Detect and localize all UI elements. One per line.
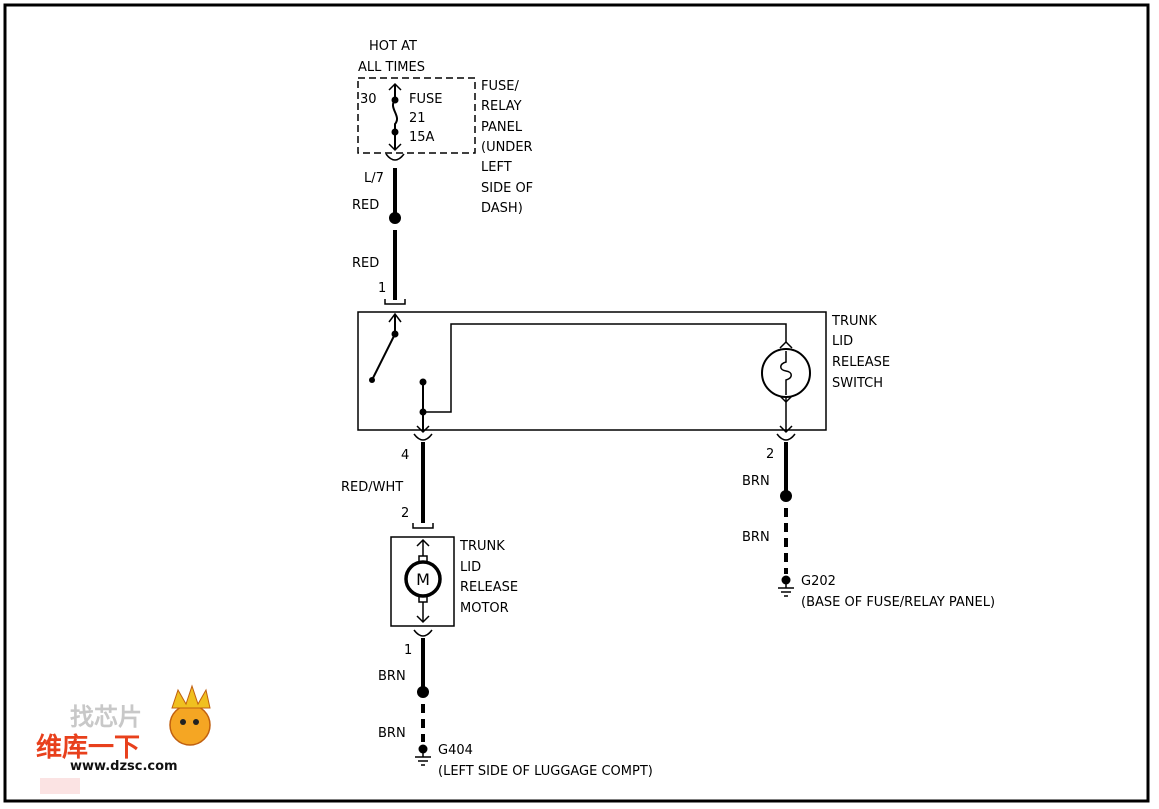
panel-desc-3: PANEL (481, 120, 523, 135)
motor-label-1: TRUNK (459, 539, 505, 554)
fuse-arrow-bottom (388, 143, 402, 152)
lamp-filament (780, 351, 792, 395)
trunk-lid-release-switch: TRUNK LID RELEASE SWITCH (357, 311, 890, 434)
switch-connector-4 (413, 433, 433, 441)
panel-desc-5: LEFT (481, 160, 512, 175)
watermark-strip (40, 778, 80, 794)
wire-color-brn-4: BRN (742, 530, 770, 545)
hot-label-1: HOT AT (369, 39, 417, 54)
ground-desc-g202: (BASE OF FUSE/RELAY PANEL) (801, 595, 995, 610)
switch-pin-2: 2 (766, 447, 774, 462)
fuse-block: HOT AT ALL TIMES 30 FUSE 21 15A FUSE/ RE… (357, 39, 533, 216)
watermark-mascot-eye-left (180, 719, 186, 725)
motor-arrow-bottom (416, 615, 430, 624)
ground-desc-g404: (LEFT SIDE OF LUGGAGE COMPT) (438, 764, 653, 779)
switch-lamp-feed (423, 323, 787, 413)
watermark-line2: 维库一下 (36, 732, 140, 763)
motor-symbol: M (416, 570, 430, 589)
fuse-box-outline (357, 77, 476, 154)
switch-label-2: LID (832, 334, 853, 349)
wire-motor-to-g404: 1 BRN BRN G404 (LEFT SIDE OF LUGGAGE COM… (378, 629, 653, 779)
wire-fuse-to-switch: L/7 RED RED 1 (352, 168, 406, 305)
switch-out-arrow (416, 425, 430, 434)
motor-pin-1: 1 (404, 643, 412, 658)
watermark: 找芯片 维库一下 www.dzsc.com (36, 684, 211, 794)
panel-desc-6: SIDE OF (481, 181, 533, 196)
wire-color-red-1: RED (352, 198, 379, 213)
diagram-frame (3, 3, 1150, 803)
splice-dot-red (389, 212, 401, 224)
hot-label-2: ALL TIMES (358, 60, 425, 75)
switch-label-1: TRUNK (831, 314, 877, 329)
fuse-label: FUSE (409, 92, 442, 107)
splice-dot-brn-left (417, 686, 429, 698)
watermark-mascot-eye-right (193, 719, 199, 725)
watermark-mascot-crown (171, 684, 211, 709)
motor-label-4: MOTOR (460, 601, 509, 616)
fuse-link (392, 99, 398, 132)
lamp-out-arrow (779, 425, 793, 434)
switch-label-4: SWITCH (832, 376, 883, 391)
fuse-rating: 15A (409, 130, 435, 145)
switch-connector-top (384, 299, 406, 305)
watermark-line1: 找芯片 (70, 703, 142, 731)
trunk-lid-release-motor: M TRUNK LID RELEASE MOTOR (390, 536, 518, 627)
fuse-connector-cup (385, 153, 405, 161)
panel-desc-1: FUSE/ (481, 79, 519, 94)
lamp-arrow-top (779, 340, 793, 349)
switch-pin-4: 4 (401, 448, 409, 463)
motor-label-3: RELEASE (460, 580, 518, 595)
wire-color-red-2: RED (352, 256, 379, 271)
motor-housing (390, 536, 455, 627)
switch-connector-2 (776, 433, 796, 441)
watermark-url: www.dzsc.com (70, 759, 178, 774)
fuse-pin-30: 30 (360, 92, 377, 107)
motor-label-2: LID (460, 560, 481, 575)
panel-desc-2: RELAY (481, 99, 522, 114)
motor-pin-2: 2 (401, 506, 409, 521)
ground-id-g404: G404 (438, 743, 473, 758)
wire-color-brn-2: BRN (378, 726, 406, 741)
wire-switch-to-motor: 4 RED/WHT 2 (341, 433, 434, 529)
panel-desc-7: DASH) (481, 201, 523, 216)
wire-color-brn-3: BRN (742, 474, 770, 489)
wire-pin-l7: L/7 (364, 171, 384, 186)
fuse-number: 21 (409, 111, 426, 126)
motor-connector-top (412, 523, 434, 529)
motor-connector-bottom (413, 629, 433, 637)
switch-blade (371, 333, 396, 381)
switch-housing (357, 311, 827, 431)
ground-id-g202: G202 (801, 574, 836, 589)
panel-desc-4: (UNDER (481, 140, 533, 155)
switch-pin-1: 1 (378, 281, 386, 296)
wire-color-brn-1: BRN (378, 669, 406, 684)
switch-label-3: RELEASE (832, 355, 890, 370)
watermark-mascot-head (169, 704, 211, 746)
wire-switch-to-g202: 2 BRN BRN G202 (BASE OF FUSE/RELAY PANEL… (742, 433, 995, 610)
switch-blade-tip (369, 377, 375, 383)
splice-dot-brn-right (780, 490, 792, 502)
wire-color-red-wht: RED/WHT (341, 480, 403, 495)
